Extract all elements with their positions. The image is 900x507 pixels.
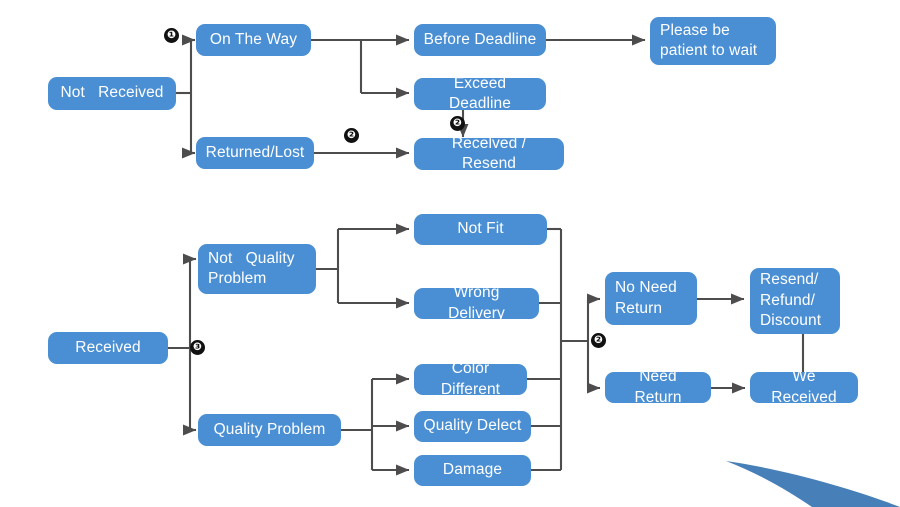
badge-received-split: ❸ (190, 340, 205, 355)
node-no-need-return-label: No Need Return (615, 279, 677, 317)
node-not-quality-problem-label: Not Quality Problem (208, 249, 295, 287)
node-quality-defect-label: Quality Delect (423, 417, 522, 435)
node-not-received[interactable]: Not Received (48, 77, 176, 110)
node-returned-lost[interactable]: Returned/Lost (196, 137, 314, 169)
node-on-the-way-label: On The Way (209, 30, 298, 48)
node-resend-refund-discount[interactable]: Resend/ Refund/ Discount (750, 268, 840, 334)
node-please-wait[interactable]: Please be patient to wait (650, 17, 776, 65)
node-received-label: Received (75, 338, 141, 356)
badge-exceed-to-resend-label: ❷ (453, 117, 462, 130)
node-exceed-deadline[interactable]: Exceed Deadline (414, 75, 546, 112)
node-no-need-return[interactable]: No Need Return (605, 272, 697, 325)
node-on-the-way[interactable]: On The Way (196, 24, 311, 56)
node-quality-problem[interactable]: Quality Problem (198, 414, 341, 446)
node-before-deadline[interactable]: Before Deadline (414, 24, 546, 56)
badge-return-split: ❷ (591, 333, 606, 348)
node-returned-lost-label: Returned/Lost (205, 143, 305, 161)
badge-on-the-way: ❶ (164, 28, 179, 43)
badge-return-split-label: ❷ (594, 334, 603, 347)
node-not-received-label: Not Received (60, 84, 164, 102)
node-need-return[interactable]: Need Return (605, 368, 711, 406)
node-not-quality-problem[interactable]: Not Quality Problem (198, 244, 316, 294)
badge-returned-lost: ❷ (344, 128, 359, 143)
node-received[interactable]: Received (48, 332, 168, 364)
node-we-received-label: We Received (771, 368, 837, 406)
node-wrong-delivery-label: Wrong Delivery (448, 284, 505, 322)
node-need-return-label: Need Return (634, 368, 682, 406)
node-resend-refund-discount-label: Resend/ Refund/ Discount (760, 271, 822, 330)
badge-received-split-label: ❸ (193, 341, 202, 354)
node-not-fit-label: Not Fit (457, 220, 504, 238)
node-received-resend[interactable]: Recelved / Resend (414, 135, 564, 172)
node-we-received[interactable]: We Received (750, 368, 858, 406)
node-color-different[interactable]: Color Different (414, 360, 527, 398)
node-color-different-label: Color Different (440, 360, 501, 398)
node-received-resend-label: Recelved / Resend (451, 134, 531, 172)
node-wrong-delivery[interactable]: Wrong Delivery (414, 284, 539, 322)
node-please-wait-label: Please be patient to wait (660, 21, 758, 59)
node-not-fit[interactable]: Not Fit (414, 214, 547, 245)
badge-returned-lost-label: ❷ (347, 129, 356, 142)
node-quality-problem-label: Quality Problem (213, 420, 326, 438)
badge-on-the-way-label: ❶ (167, 29, 176, 42)
badge-exceed-to-resend: ❷ (450, 116, 465, 131)
node-quality-defect[interactable]: Quality Delect (414, 411, 531, 442)
node-exceed-deadline-label: Exceed Deadline (449, 74, 511, 112)
node-before-deadline-label: Before Deadline (423, 30, 537, 48)
node-damage-label: Damage (442, 461, 503, 479)
node-damage[interactable]: Damage (414, 455, 531, 486)
